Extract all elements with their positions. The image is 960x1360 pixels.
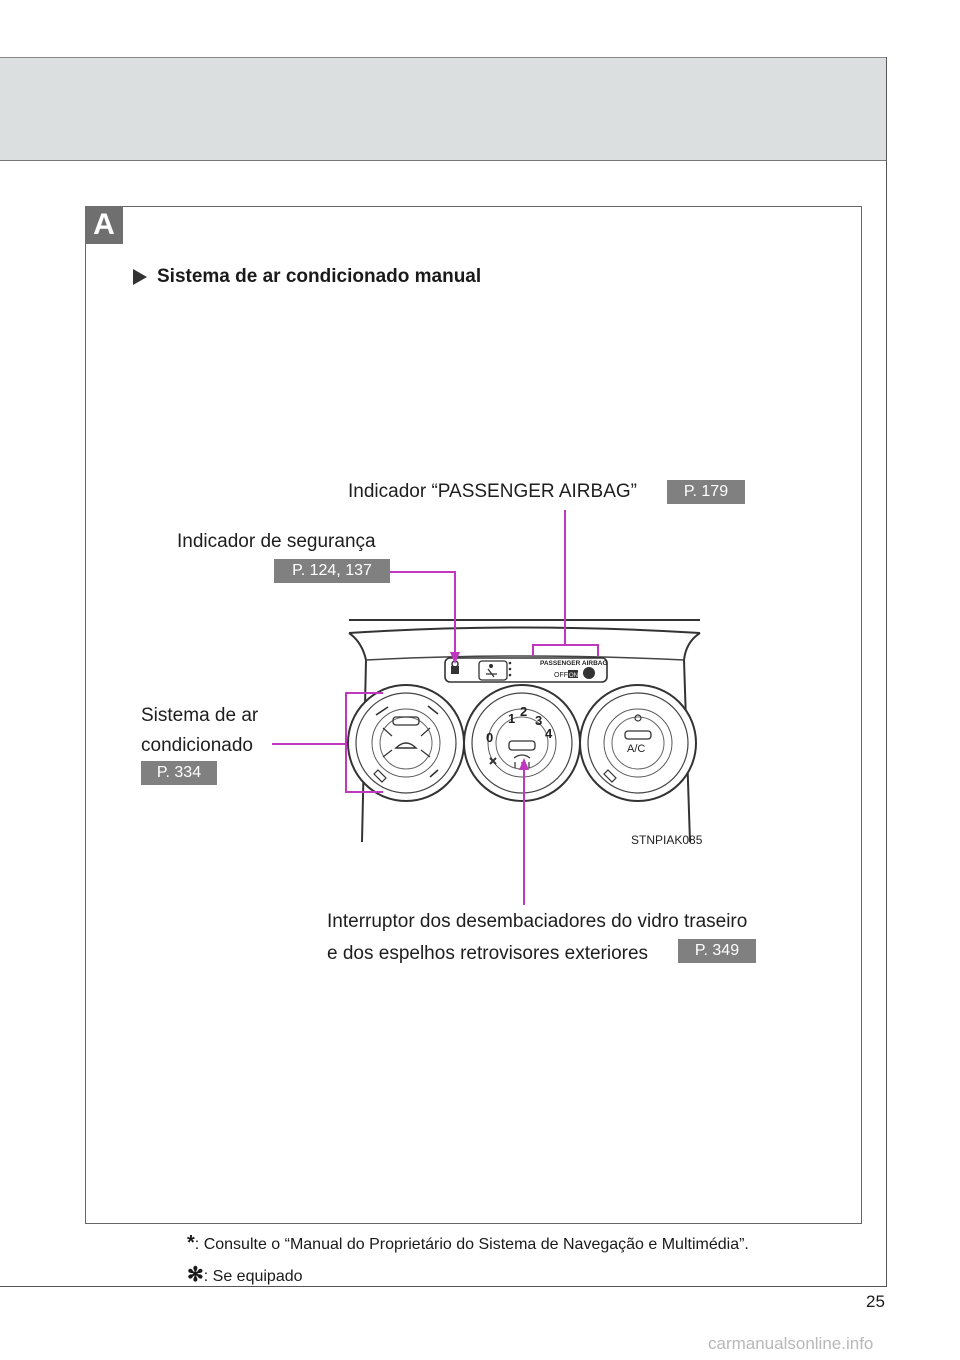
ac-system-page-ref[interactable]: P. 334 bbox=[141, 761, 217, 785]
header-band bbox=[0, 57, 887, 161]
page-frame bbox=[0, 57, 887, 1287]
panel-off-text: OFF bbox=[554, 672, 568, 679]
ac-system-label-line1: Sistema de ar bbox=[141, 705, 259, 726]
airbag-status-icon bbox=[583, 667, 595, 679]
footnote-1-mark: * bbox=[187, 1232, 195, 1254]
section-heading-text: Sistema de ar condicionado manual bbox=[157, 266, 482, 287]
security-indicator-label: Indicador de segurança bbox=[177, 531, 376, 552]
panel-on-badge bbox=[568, 670, 578, 678]
footnote-2-mark: ✻ bbox=[187, 1264, 204, 1286]
footnote-1: *: Consulte o “Manual do Proprietário do… bbox=[187, 1232, 749, 1255]
section-heading: Sistema de ar condicionado manual bbox=[133, 266, 481, 288]
fan-speed-0: 0 bbox=[486, 730, 493, 745]
defogger-label-line1: Interruptor dos desembaciadores do vidro… bbox=[327, 911, 748, 932]
airbag-indicator-label: Indicador “PASSENGER AIRBAG” bbox=[348, 481, 637, 502]
rear-defogger-icon bbox=[513, 754, 531, 768]
fan-speed-4: 4 bbox=[545, 726, 553, 741]
indicator-strip bbox=[444, 657, 608, 683]
fan-icon bbox=[489, 757, 497, 765]
page-number: 25 bbox=[866, 1292, 885, 1311]
section-box bbox=[85, 206, 862, 1224]
watermark: carmanualsonline.info bbox=[708, 1334, 874, 1353]
footnote-1-text: : Consulte o “Manual do Proprietário do … bbox=[194, 1236, 749, 1253]
footnote-2-text: : Se equipado bbox=[203, 1268, 303, 1285]
ac-button-text: A/C bbox=[627, 743, 645, 755]
fan-speed-1: 1 bbox=[508, 711, 515, 726]
security-page-ref[interactable]: P. 124, 137 bbox=[274, 559, 390, 583]
rear-defogger-button bbox=[508, 740, 536, 751]
fan-speed-2: 2 bbox=[520, 704, 527, 719]
figure-code: STNPIAK085 bbox=[631, 833, 703, 847]
airbag-page-ref[interactable]: P. 179 bbox=[667, 480, 745, 504]
callout-lines bbox=[272, 510, 599, 905]
ac-knob: A/C bbox=[579, 684, 697, 802]
left-knob bbox=[347, 684, 465, 802]
panel-on-text: ON bbox=[569, 673, 578, 679]
ac-system-label-line2: condicionado bbox=[141, 735, 253, 756]
fan-speed-knob: 0 1 2 3 4 bbox=[463, 684, 581, 802]
fan-speed-3: 3 bbox=[535, 713, 542, 728]
triangle-bullet-icon bbox=[133, 269, 147, 285]
defogger-label-line2: e dos espelhos retrovisores exteriores bbox=[327, 943, 649, 964]
footnote-2: ✻: Se equipado bbox=[187, 1262, 303, 1287]
panel-airbag-text: PASSENGER AIRBAG bbox=[540, 660, 608, 667]
section-letter-badge: A bbox=[85, 206, 123, 244]
defogger-page-ref[interactable]: P. 349 bbox=[678, 939, 756, 963]
seatbelt-lamp-icon bbox=[478, 660, 512, 681]
